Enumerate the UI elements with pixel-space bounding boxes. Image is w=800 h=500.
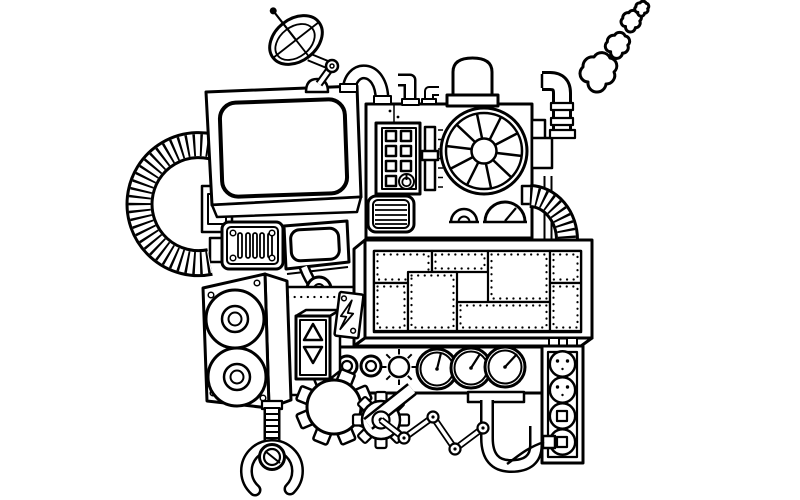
robot-claw bbox=[239, 399, 304, 497]
top-pipes bbox=[398, 73, 439, 106]
riveted-panel bbox=[352, 238, 594, 348]
exhaust-pipe bbox=[530, 71, 577, 170]
tv-monitor bbox=[204, 84, 363, 219]
arc-gauges bbox=[449, 200, 527, 224]
linkage-arm bbox=[363, 383, 490, 456]
down-arrow-icon bbox=[302, 345, 324, 365]
vent-grille bbox=[220, 220, 285, 271]
warning-beacon bbox=[445, 56, 500, 108]
control-button-panel bbox=[374, 121, 422, 196]
line-color bbox=[125, 0, 650, 497]
arch-pipe bbox=[339, 64, 392, 105]
line-grille bbox=[366, 194, 416, 234]
up-arrow-icon bbox=[302, 322, 324, 342]
satellite-dish bbox=[268, 7, 340, 94]
arrow-buttons bbox=[294, 308, 342, 381]
socket-strip bbox=[540, 337, 585, 465]
cooling-fan bbox=[439, 106, 529, 196]
round-gauges bbox=[415, 345, 527, 391]
speaker-box bbox=[201, 272, 293, 410]
corrugated-hose-right bbox=[528, 176, 579, 241]
lightning-sign bbox=[333, 290, 365, 340]
rivet-plates bbox=[372, 249, 583, 333]
smoke-puffs bbox=[578, 0, 650, 94]
power-cable bbox=[480, 400, 557, 473]
power-button bbox=[398, 173, 415, 190]
sun-knob bbox=[381, 349, 417, 385]
fill-color bbox=[125, 0, 650, 497]
lightning-bolt-icon bbox=[339, 299, 355, 331]
